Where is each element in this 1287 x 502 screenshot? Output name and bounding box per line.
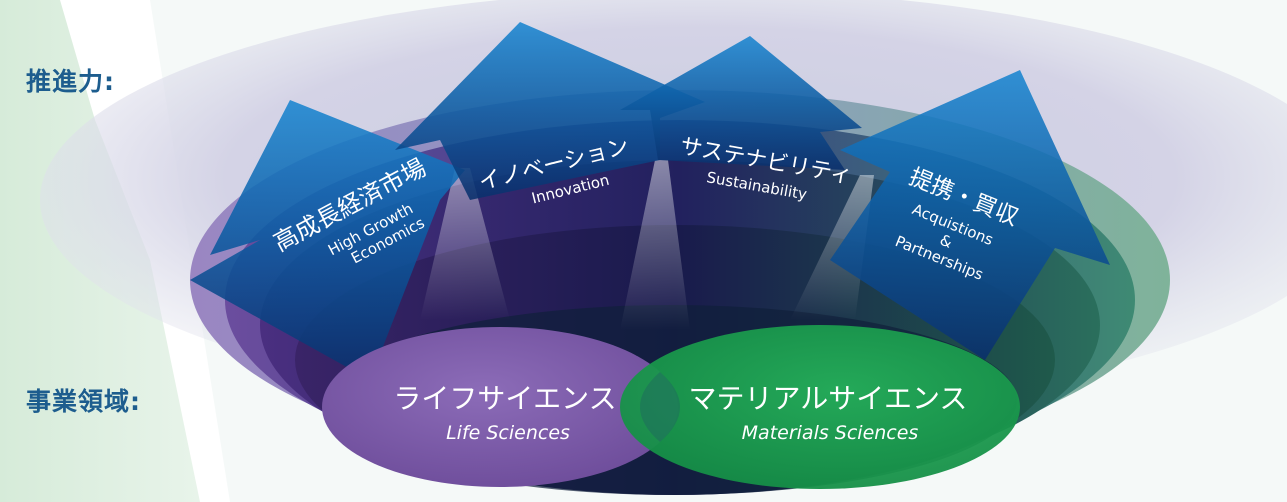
driver-arrow-innovation	[395, 22, 705, 200]
light-beam	[790, 175, 874, 320]
driver-arrow-acquisitions	[830, 70, 1110, 360]
life-sciences-circle	[322, 327, 678, 487]
materials-sciences-en: Materials Sciences	[742, 422, 919, 444]
life-sciences-en: Life Sciences	[446, 422, 570, 444]
business-domains-label: 事業領域:	[26, 387, 141, 416]
materials-sciences-circle	[620, 325, 1020, 489]
drivers-label: 推進力:	[26, 67, 115, 96]
driver-arrow-sustainability	[620, 36, 862, 170]
domain-overlap	[640, 372, 680, 442]
light-beam	[420, 168, 510, 320]
life-sciences-jp: ライフサイエンス	[393, 382, 616, 415]
light-beam	[620, 160, 690, 330]
driver-arrow-growth	[190, 100, 465, 380]
materials-sciences-jp: マテリアルサイエンス	[689, 382, 968, 415]
